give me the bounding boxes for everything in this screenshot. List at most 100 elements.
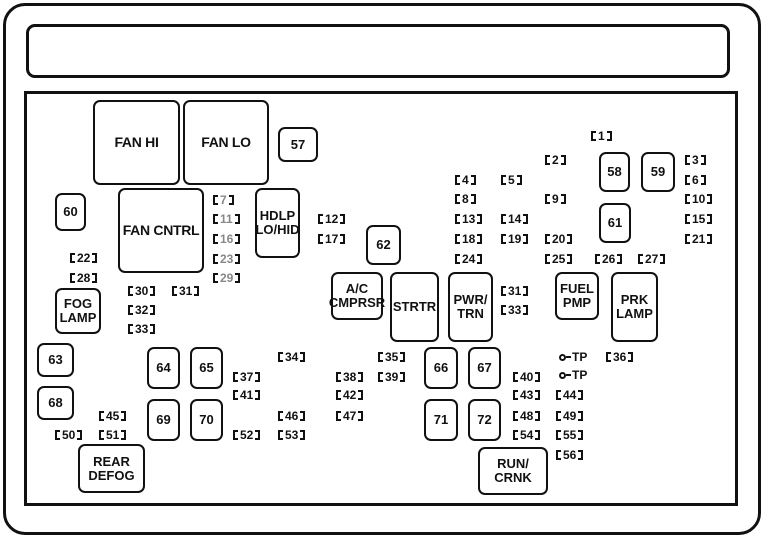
fuse-30: 30: [128, 283, 156, 299]
fuse-label: 12: [325, 212, 339, 226]
fuse-bracket-right: [92, 273, 98, 283]
fuse-bracket-right: [400, 352, 406, 362]
fuse-label: 4: [462, 173, 469, 187]
fuse-label: 41: [240, 388, 254, 402]
relay-57: 57: [278, 127, 318, 162]
fuse-bracket-left: [213, 195, 218, 205]
fuse-bracket-left: [336, 411, 341, 421]
fuse-label: 29: [220, 271, 234, 285]
fuse-13: 13: [455, 211, 483, 227]
relay-63: 63: [37, 343, 74, 377]
fuse-23: 23: [213, 251, 241, 267]
fuse-bracket-left: [318, 214, 323, 224]
fuse-bracket-left: [70, 253, 75, 263]
relay-72: 72: [468, 399, 501, 441]
fuse-bracket-right: [523, 286, 529, 296]
fuse-bracket-left: [278, 352, 283, 362]
fuse-bracket-right: [358, 411, 364, 421]
fuse-bracket-right: [523, 234, 529, 244]
fuse-bracket-right: [567, 254, 573, 264]
fuse-bracket-left: [172, 286, 177, 296]
fuse-bracket-right: [194, 286, 200, 296]
fuse-bracket-right: [255, 390, 261, 400]
relay-strtr: STRTR: [390, 272, 439, 342]
fuse-21: 21: [685, 231, 713, 247]
fuse-bracket-left: [501, 234, 506, 244]
fuse-bracket-right: [121, 411, 127, 421]
fuse-55: 55: [556, 427, 584, 443]
relay-69: 69: [147, 399, 180, 441]
fuse-8: 8: [455, 191, 476, 207]
fuse-bracket-right: [700, 175, 706, 185]
fuse-bracket-right: [340, 214, 346, 224]
fuse-1: 1: [591, 128, 612, 144]
fuse-label: 38: [343, 370, 357, 384]
fuse-label: 9: [552, 192, 559, 206]
fuse-label: 23: [220, 252, 234, 266]
fuse-bracket-left: [501, 286, 506, 296]
fuse-bracket-left: [213, 234, 218, 244]
fuse-bracket-right: [234, 214, 240, 224]
fuse-2: 2: [545, 152, 566, 168]
fuse-label: 27: [645, 252, 659, 266]
fuse-label: 37: [240, 370, 254, 384]
fuse-panel: [24, 91, 738, 506]
fuse-11: 11: [213, 211, 240, 227]
fuse-37: 37: [233, 369, 261, 385]
fuse-bracket-left: [513, 372, 518, 382]
relay-fuel: FUEL PMP: [555, 272, 599, 320]
fuse-bracket-left: [685, 234, 690, 244]
fuse-bracket-left: [278, 411, 283, 421]
fuse-bracket-right: [235, 234, 241, 244]
fuse-bracket-right: [477, 214, 483, 224]
fuse-bracket-left: [513, 430, 518, 440]
fuse-26: 26: [595, 251, 623, 267]
fuse-33a: 33: [128, 321, 156, 337]
fuse-28: 28: [70, 270, 98, 286]
fuse-label: 42: [343, 388, 357, 402]
fuse-label: 31: [508, 284, 522, 298]
fuse-bracket-right: [255, 430, 261, 440]
fuse-bracket-left: [455, 175, 460, 185]
fuse-label: 39: [385, 370, 399, 384]
fuse-label: 11: [220, 212, 233, 226]
fuse-24: 24: [455, 251, 483, 267]
fuse-label: 6: [692, 173, 699, 187]
fuse-bracket-right: [235, 254, 241, 264]
fuse-bracket-right: [300, 411, 306, 421]
fuse-52: 52: [233, 427, 261, 443]
fuse-bracket-right: [560, 194, 566, 204]
fuse-35: 35: [378, 349, 406, 365]
fuse-label: 54: [520, 428, 534, 442]
fuse-bracket-right: [523, 214, 529, 224]
fuse-bracket-right: [707, 194, 713, 204]
fuse-label: 47: [343, 409, 357, 423]
fuse-bracket-left: [278, 430, 283, 440]
fuse-bracket-left: [455, 254, 460, 264]
fuse-bracket-right: [617, 254, 623, 264]
test-point-label: TP: [572, 368, 588, 382]
fuse-bracket-right: [150, 305, 156, 315]
fuse-label: 28: [77, 271, 91, 285]
fuse-43: 43: [513, 387, 541, 403]
relay-ac: A/C CMPRSR: [329, 272, 385, 320]
fuse-bracket-right: [400, 372, 406, 382]
fuse-bracket-left: [455, 234, 460, 244]
fuse-16: 16: [213, 231, 241, 247]
fuse-bracket-right: [77, 430, 83, 440]
fuse-label: 33: [135, 322, 149, 336]
fuse-bracket-right: [523, 305, 529, 315]
fuse-bracket-left: [455, 194, 460, 204]
fuse-bracket-right: [92, 253, 98, 263]
relay-62: 62: [366, 225, 401, 265]
fuse-label: 32: [135, 303, 149, 317]
relay-fan-lo: FAN LO: [183, 100, 269, 185]
fuse-bracket-left: [213, 254, 218, 264]
fuse-label: 3: [692, 153, 699, 167]
relay-fan-cntrl: FAN CNTRL: [118, 188, 204, 273]
fuse-bracket-right: [358, 372, 364, 382]
fuse-56: 56: [556, 447, 584, 463]
fuse-label: 18: [462, 232, 476, 246]
relay-70: 70: [190, 399, 223, 441]
fuse-7: 7: [213, 192, 234, 208]
